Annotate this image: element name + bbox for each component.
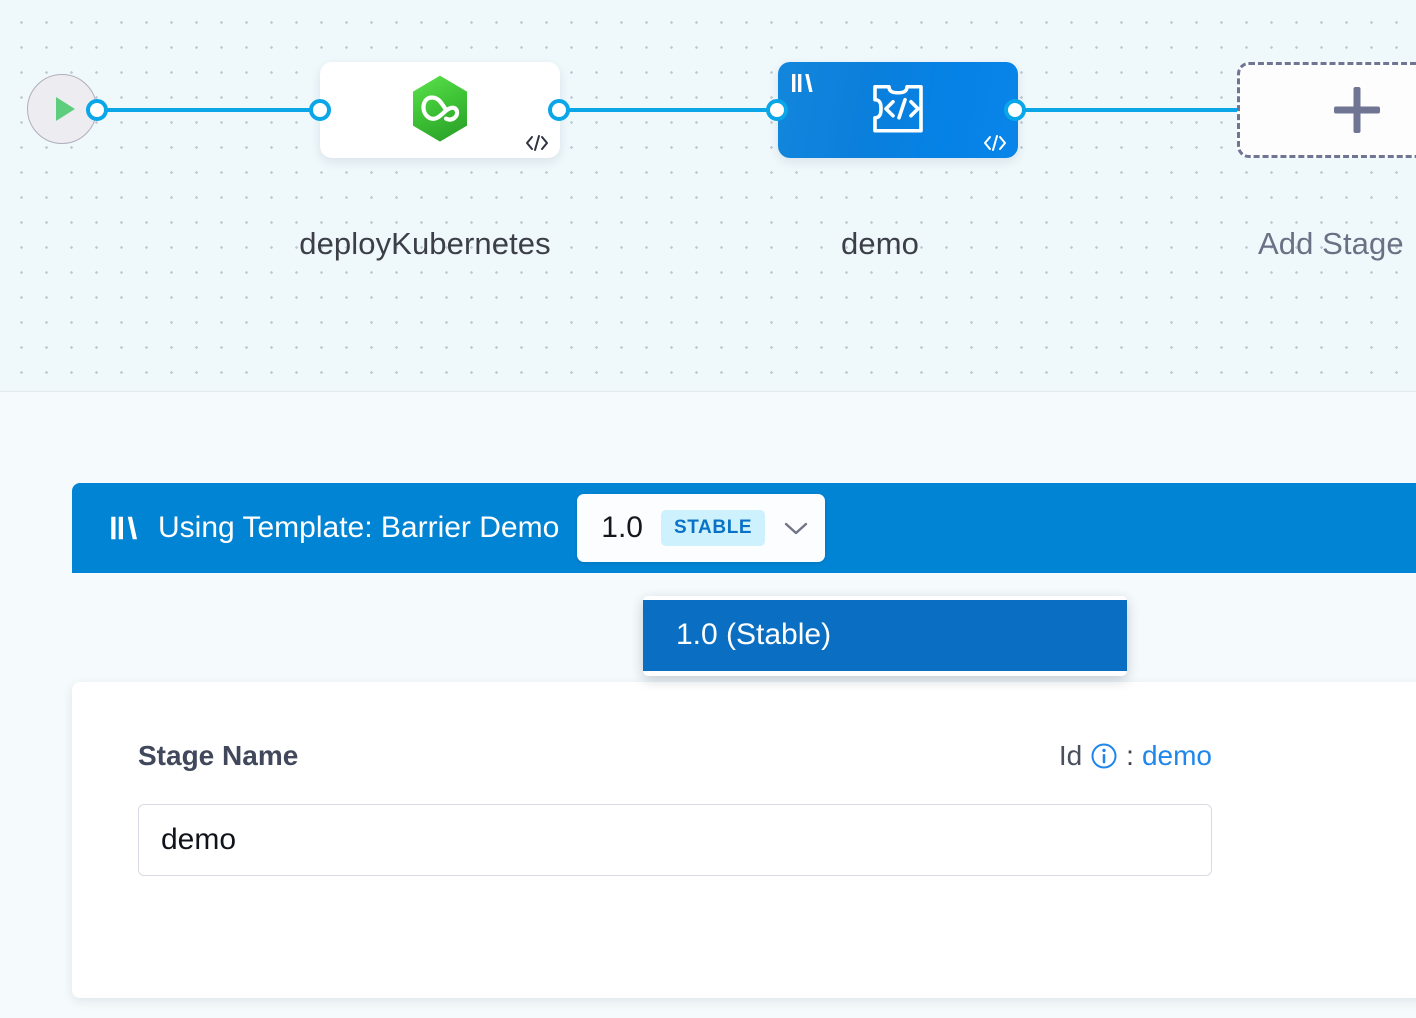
stage-node-deploykubernetes[interactable]: [320, 62, 560, 158]
using-template-bar: Using Template: Barrier Demo 1.0 STABLE: [72, 483, 1416, 573]
stage-id-display: Id : demo: [1059, 740, 1212, 772]
port-deploy-out[interactable]: [548, 99, 570, 121]
stage-name-input[interactable]: demo: [138, 804, 1212, 876]
edge-demo-to-add: [1004, 108, 1244, 112]
id-label: Id: [1058, 740, 1083, 771]
stage-label-demo: demo: [841, 226, 919, 261]
code-brackets-icon: [984, 135, 1006, 151]
chevron-down-icon[interactable]: [783, 520, 809, 536]
template-version-dropdown[interactable]: 1.0 (Stable): [643, 596, 1127, 676]
stage-config-panel: Using Template: Barrier Demo 1.0 STABLE …: [0, 392, 1416, 1018]
add-stage-button[interactable]: [1237, 62, 1416, 158]
stage-details-card: Stage Name Id : demo demo: [72, 682, 1416, 998]
port-demo-out[interactable]: [1004, 99, 1026, 121]
port-deploy-in[interactable]: [309, 99, 331, 121]
stage-node-demo[interactable]: [778, 62, 1018, 158]
port-start-out[interactable]: [86, 99, 108, 121]
template-stable-badge: STABLE: [660, 510, 766, 546]
template-bars-icon: [792, 74, 813, 92]
harness-hexagon-icon: [413, 75, 467, 142]
template-version-value: 1.0: [601, 511, 643, 544]
stage-name-row: Stage Name Id : demo: [138, 740, 1212, 772]
puzzle-code-icon: [873, 84, 923, 133]
version-option-1-0-stable[interactable]: 1.0 (Stable): [643, 600, 1127, 671]
play-icon: [55, 97, 75, 121]
pipeline-canvas[interactable]: deployKubernetes demo Add Stage: [0, 0, 1416, 392]
id-value: demo: [1141, 740, 1212, 771]
edge-start-to-deploy: [94, 108, 334, 112]
edge-deploy-to-demo: [548, 108, 796, 112]
template-bars-icon: [111, 516, 137, 540]
stage-label-deploykubernetes: deployKubernetes: [299, 226, 551, 261]
code-brackets-icon: [526, 135, 548, 151]
pipeline-start-node[interactable]: [27, 74, 97, 144]
id-separator: :: [1126, 740, 1134, 771]
using-template-label: Using Template: Barrier Demo: [158, 511, 560, 544]
stage-name-input-value: demo: [161, 823, 237, 856]
add-stage-label: Add Stage: [1258, 226, 1404, 261]
info-circle-icon[interactable]: [1090, 742, 1118, 770]
port-demo-in[interactable]: [766, 99, 788, 121]
stage-name-label: Stage Name: [138, 740, 299, 771]
template-version-select[interactable]: 1.0 STABLE: [577, 494, 826, 562]
